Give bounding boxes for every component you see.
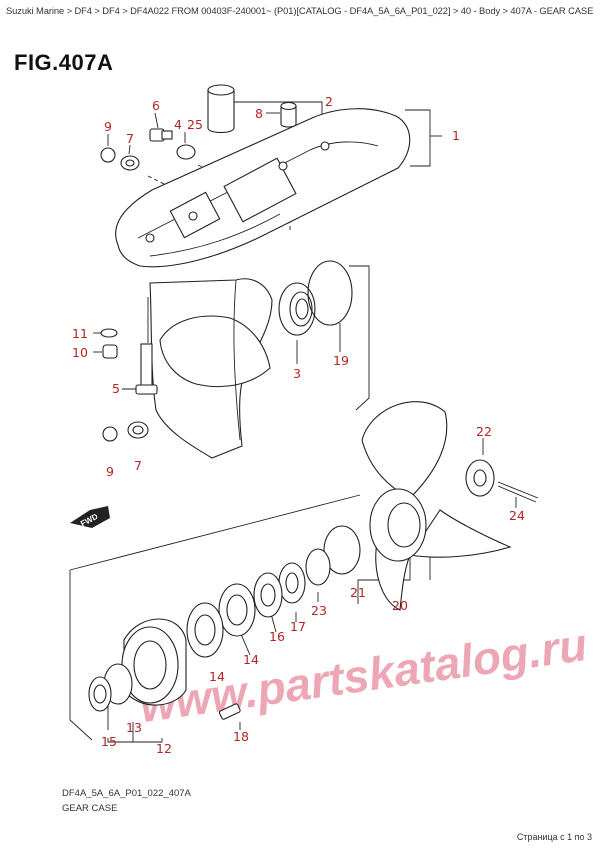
propeller <box>361 401 539 611</box>
callout-25: 25 <box>187 117 203 132</box>
callout-4: 4 <box>174 117 182 132</box>
callout-9-top: 9 <box>104 119 112 134</box>
callout-14-lower: 14 <box>209 669 225 684</box>
callout-15: 15 <box>101 734 117 749</box>
figure-caption: GEAR CASE <box>62 803 118 814</box>
callout-17: 17 <box>290 619 306 634</box>
callout-2: 2 <box>325 94 333 109</box>
callout-3: 3 <box>293 366 301 381</box>
figure-title: FIG.407A <box>14 50 114 75</box>
callout-5: 5 <box>112 381 120 396</box>
page-indicator: Страница с 1 по 3 <box>516 832 592 842</box>
callout-21: 21 <box>350 585 366 600</box>
callout-24: 24 <box>509 508 525 523</box>
callout-19: 19 <box>333 353 349 368</box>
callout-20: 20 <box>392 598 408 613</box>
bearing-and-oring <box>278 260 353 336</box>
callout-22: 22 <box>476 424 492 439</box>
left-fasteners <box>100 328 158 442</box>
gear-case-upper <box>100 84 411 268</box>
callout-13: 13 <box>126 720 142 735</box>
callout-23: 23 <box>311 603 327 618</box>
callout-7-top: 7 <box>126 131 134 146</box>
shaft-parts <box>186 525 361 658</box>
callout-labels: 1 2 3 4 25 5 6 7 7 8 9 9 10 11 12 13 14 … <box>72 94 525 756</box>
callout-6: 6 <box>152 98 160 113</box>
callout-14-upper: 14 <box>243 652 259 667</box>
callout-16: 16 <box>269 629 285 644</box>
callout-8: 8 <box>255 106 263 121</box>
callout-18: 18 <box>233 729 249 744</box>
callout-1: 1 <box>452 128 460 143</box>
leader-lines <box>69 101 517 743</box>
breadcrumb: Suzuki Marine > DF4 > DF4 > DF4A022 FROM… <box>6 5 594 16</box>
drawing-code: DF4A_5A_6A_P01_022_407A <box>62 788 191 799</box>
callout-9-bottom: 9 <box>106 464 114 479</box>
callout-7-bottom: 7 <box>134 458 142 473</box>
fwd-arrow-icon: FWD <box>70 506 110 528</box>
callout-10: 10 <box>72 345 88 360</box>
callout-12: 12 <box>156 741 172 756</box>
gear-case-lower <box>149 278 273 459</box>
callout-11: 11 <box>72 326 88 341</box>
propeller-shaft-housing <box>88 618 241 720</box>
